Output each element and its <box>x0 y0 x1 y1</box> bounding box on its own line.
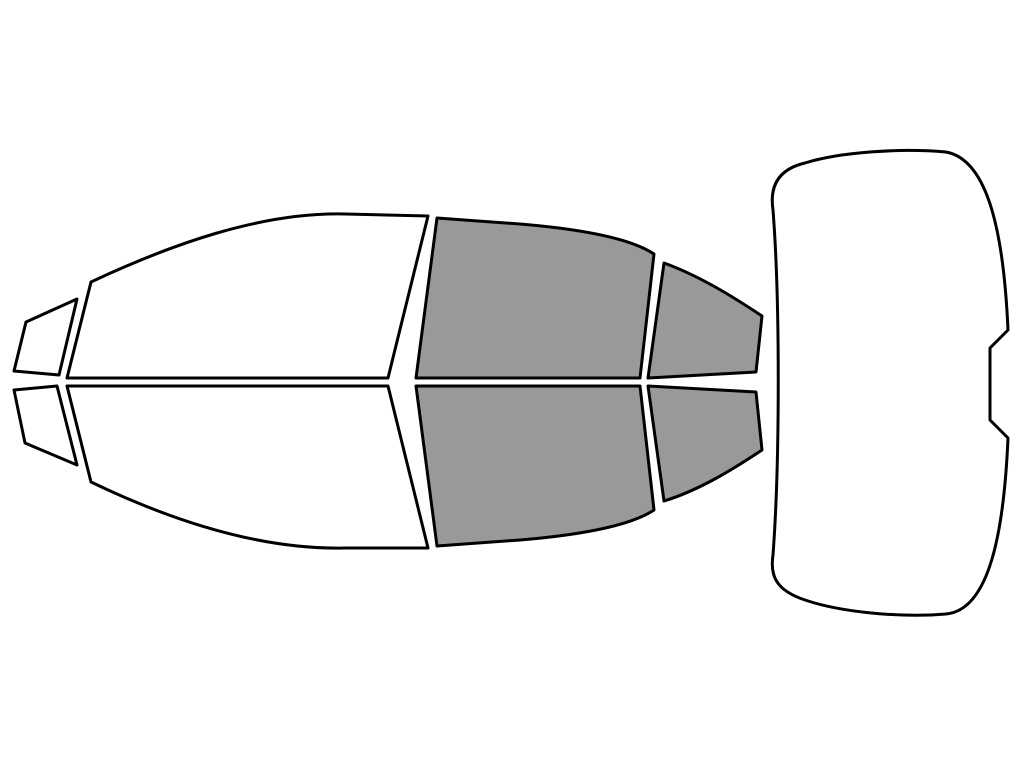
driver-front-door-window <box>65 212 430 380</box>
driver-rear-quarter-window <box>646 261 764 380</box>
rear-windshield <box>770 148 1010 617</box>
driver-quarter-glass <box>12 297 79 377</box>
passenger-front-door-window <box>65 384 430 550</box>
passenger-rear-door-window <box>414 384 656 548</box>
driver-rear-door-window <box>414 216 656 380</box>
passenger-rear-quarter-window <box>646 384 764 503</box>
passenger-quarter-glass <box>12 384 79 467</box>
